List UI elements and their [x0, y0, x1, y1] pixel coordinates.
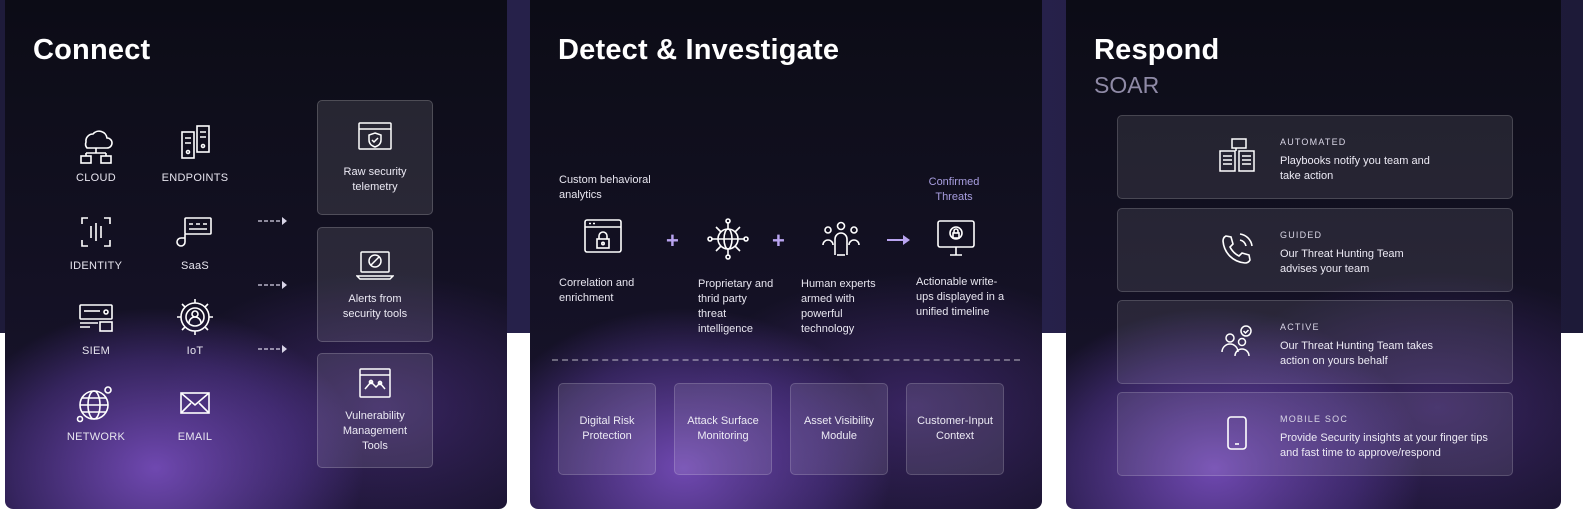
detect-title: Detect & Investigate — [558, 34, 840, 66]
locked-monitor-icon — [937, 220, 975, 256]
arrow-right-icon — [258, 345, 287, 353]
source-label: SaaS — [180, 260, 210, 272]
source-iot: IoT — [150, 295, 240, 357]
source-identity: IDENTITY — [51, 210, 141, 272]
source-cloud: CLOUD — [51, 122, 141, 184]
respond-subtitle: SOAR — [1094, 72, 1160, 98]
respond-panel: Respond SOAR AUTOMATED Playbooks notify … — [1066, 0, 1561, 509]
mobile-phone-icon — [1227, 416, 1247, 450]
output-label: Vulnerability Management Tools — [342, 410, 408, 452]
email-icon — [180, 392, 210, 414]
respond-title: Respond — [1094, 34, 1220, 66]
connect-panel: Connect CLOUD ENDPOINTS IDENTITY SaaS — [5, 0, 507, 509]
source-label: IDENTITY — [69, 260, 123, 272]
source-label: IoT — [186, 345, 204, 357]
output-raw-telemetry: Raw security telemetry — [317, 100, 433, 215]
source-endpoints: ENDPOINTS — [150, 122, 240, 184]
arrow-right-icon — [258, 281, 287, 289]
module-digital-risk: Digital Risk Protection — [558, 383, 656, 475]
source-label: SIEM — [81, 345, 111, 357]
detect-investigate-panel: Detect & Investigate Custom behavioral a… — [530, 0, 1042, 509]
source-label: CLOUD — [75, 172, 116, 184]
step-label: Human experts armed with powerful techno… — [801, 278, 876, 335]
row-title: AUTOMATED — [1280, 137, 1347, 147]
module-customer-input: Customer-Input Context — [906, 383, 1004, 475]
row-description: Playbooks notify you team and take actio… — [1280, 155, 1430, 182]
row-title: ACTIVE — [1280, 322, 1320, 332]
row-title: GUIDED — [1280, 230, 1323, 240]
plus-icon: + — [772, 228, 785, 253]
module-attack-surface: Attack Surface Monitoring — [674, 383, 772, 475]
row-description: Our Threat Hunting Team takes action on … — [1280, 340, 1434, 367]
locked-browser-icon — [584, 219, 622, 253]
respond-row-automated: AUTOMATED Playbooks notify you team and … — [1117, 115, 1513, 199]
team-check-icon — [1221, 325, 1252, 357]
respond-row-guided: GUIDED Our Threat Hunting Team advises y… — [1117, 208, 1513, 292]
output-vulnerability: Vulnerability Management Tools — [317, 353, 433, 468]
respond-row-active: ACTIVE Our Threat Hunting Team takes act… — [1117, 300, 1513, 384]
arrow-right-icon — [887, 235, 910, 245]
siem-icon — [79, 304, 113, 332]
output-alerts: Alerts from security tools — [317, 227, 433, 342]
source-siem: SIEM — [51, 295, 141, 357]
source-network: NETWORK — [51, 381, 141, 443]
respond-row-mobile-soc: MOBILE SOC Provide Security insights at … — [1117, 392, 1513, 476]
experts-icon — [822, 221, 860, 256]
saas-icon — [176, 217, 212, 247]
cloud-network-icon — [80, 130, 113, 164]
output-label: Alerts from security tools — [342, 292, 408, 320]
playbook-icon — [1219, 138, 1255, 172]
identity-scan-icon — [81, 217, 111, 247]
step-label: Actionable write-ups displayed in a unif… — [916, 276, 1005, 318]
row-description: Provide Security insights at your finger… — [1280, 432, 1488, 459]
row-description: Our Threat Hunting Team advises your tea… — [1280, 248, 1404, 275]
arrow-right-icon — [258, 217, 287, 225]
source-label: ENDPOINTS — [161, 172, 229, 184]
behavioral-analytics-caption: Custom behavioral analytics — [559, 174, 651, 201]
source-label: NETWORK — [66, 431, 126, 443]
plus-icon: + — [666, 228, 679, 253]
step-label: Proprietary and thrid party threat intel… — [698, 278, 774, 335]
phone-call-icon — [1222, 233, 1253, 264]
alert-laptop-icon — [356, 250, 394, 280]
network-globe-icon — [76, 386, 112, 423]
source-label: EMAIL — [177, 431, 213, 443]
iot-gear-icon — [177, 299, 213, 335]
output-label: Raw security telemetry — [343, 165, 407, 193]
source-email: EMAIL — [150, 381, 240, 443]
vulnerability-window-icon — [359, 368, 391, 398]
connect-title: Connect — [33, 34, 151, 66]
confirmed-threats-caption: Confirmed Threats — [928, 176, 980, 203]
dashed-divider — [552, 359, 1020, 361]
endpoints-icon — [181, 125, 210, 159]
globe-network-icon — [707, 218, 749, 260]
shield-browser-icon — [358, 121, 392, 150]
step-label: Correlation and enrichment — [559, 277, 635, 304]
source-saas: SaaS — [150, 210, 240, 272]
row-title: MOBILE SOC — [1280, 414, 1349, 424]
module-asset-visibility: Asset Visibility Module — [790, 383, 888, 475]
